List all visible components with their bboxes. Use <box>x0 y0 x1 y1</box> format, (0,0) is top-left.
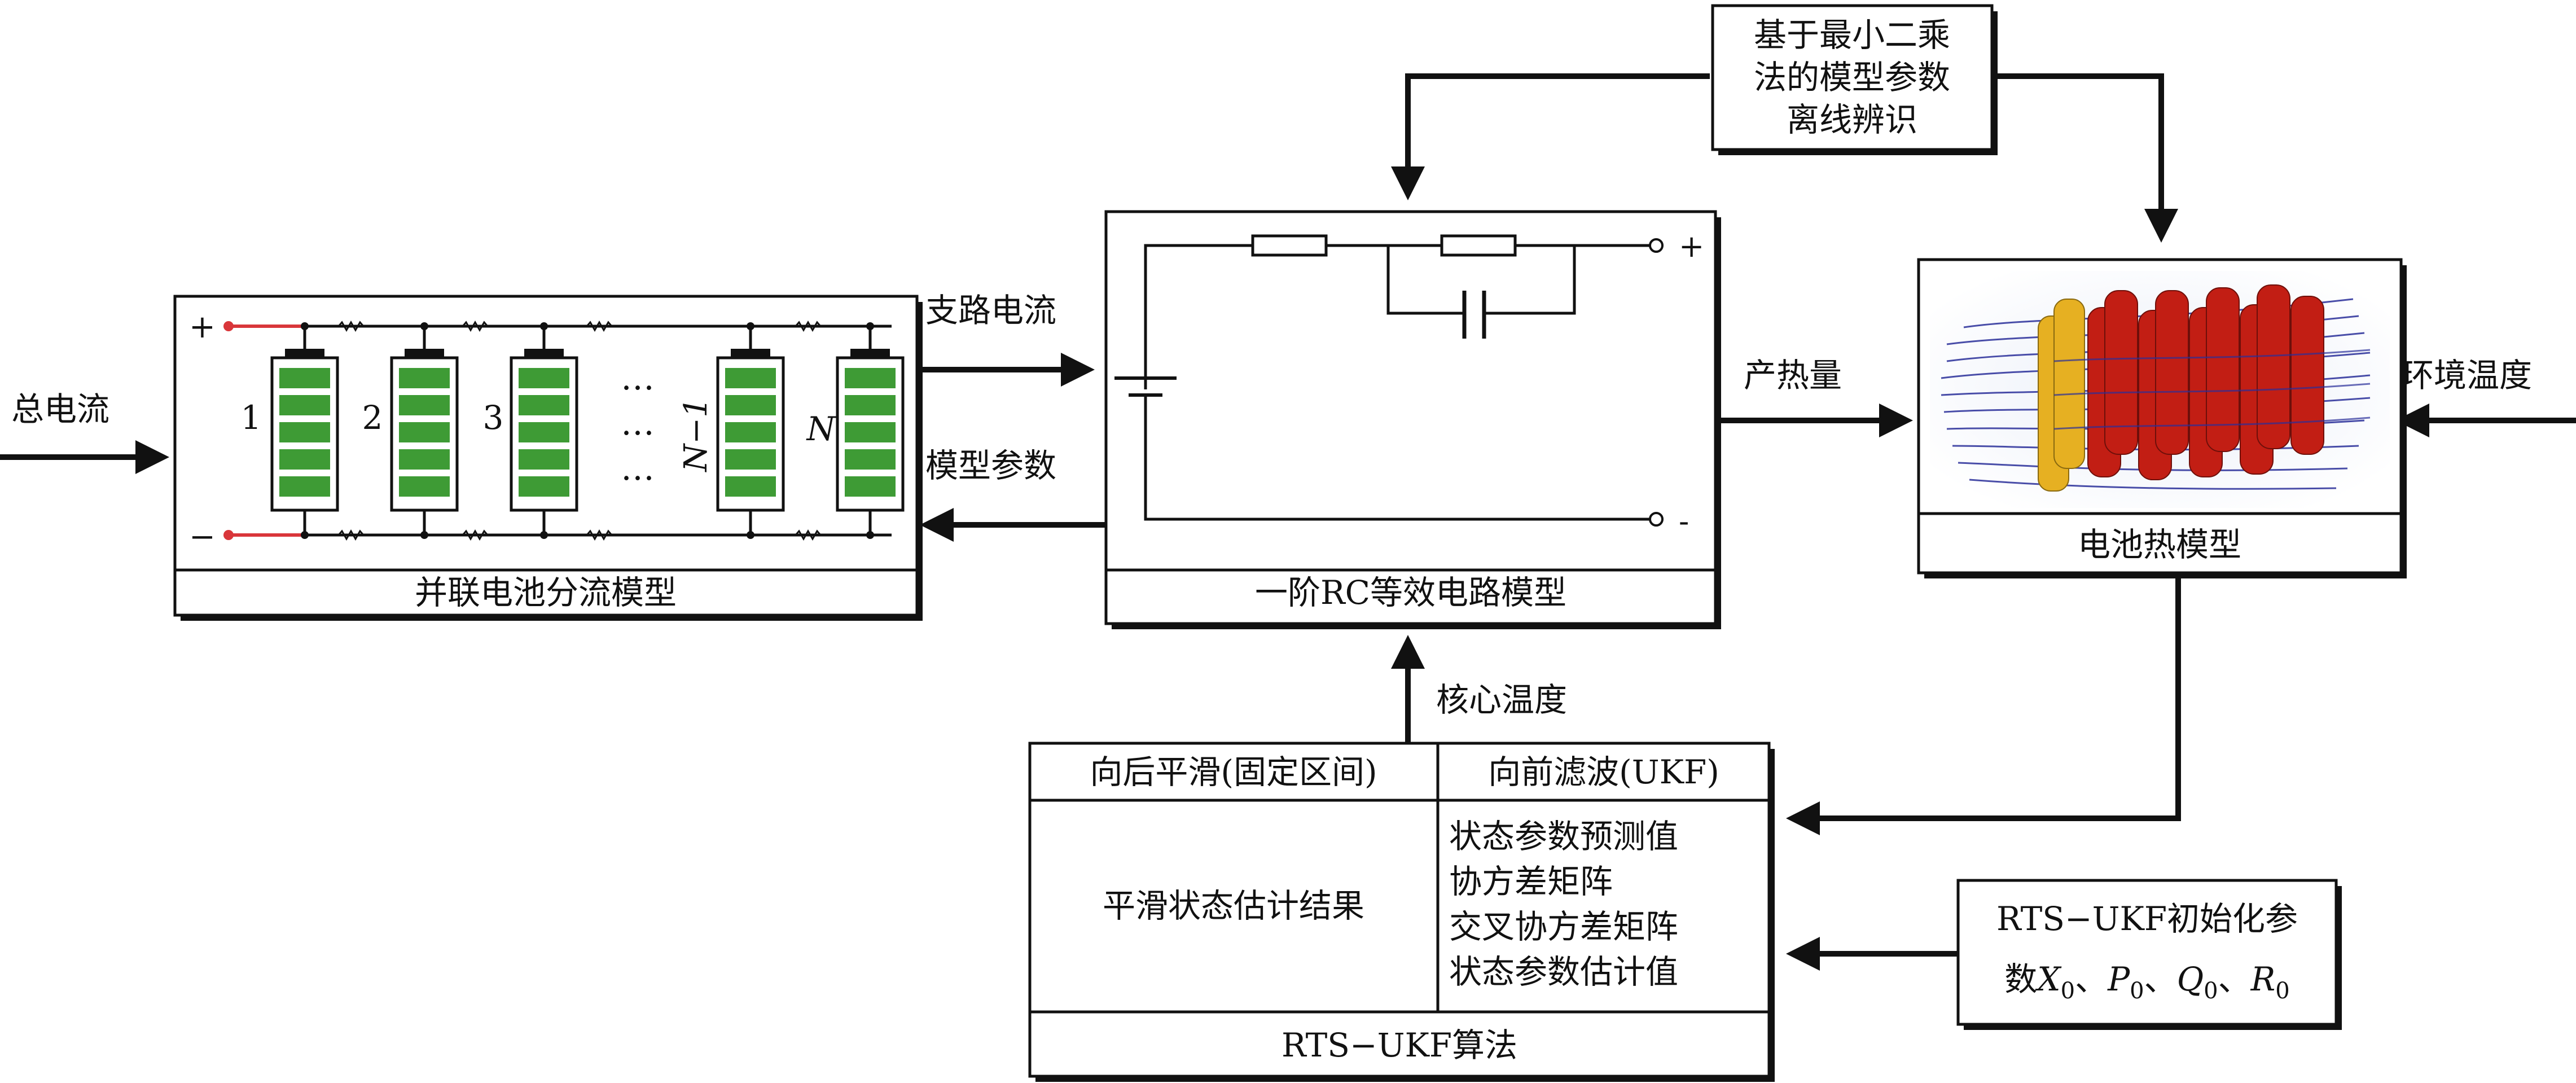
cell-label-3: 3 <box>483 398 504 437</box>
negative-terminal <box>223 530 234 540</box>
rts-backward-header: 向后平滑(固定区间) <box>1090 753 1377 791</box>
battery-cell-3 <box>510 322 578 539</box>
init-param-q: Q <box>2177 960 2204 998</box>
label-total-current: 总电流 <box>11 390 109 428</box>
cell-ellipsis-2: … <box>621 404 655 443</box>
init-line-2: 数X0、P0、Q0、R0 <box>2004 960 2289 1004</box>
thermal-simulation-image <box>1930 271 2390 508</box>
init-param-p: P <box>2107 960 2130 998</box>
positive-terminal <box>223 321 234 331</box>
battery-cell-2 <box>390 322 459 539</box>
init-sep-1: 、 <box>2075 960 2108 998</box>
battery-cell-1 <box>270 322 339 539</box>
rts-forward-item-3: 交叉协方差矩阵 <box>1449 907 1678 946</box>
rts-forward-item-2: 协方差矩阵 <box>1449 862 1613 901</box>
rc-circuit-model: 一阶RC等效电路模型 + - <box>1104 210 1721 629</box>
cell-ellipsis-3: … <box>621 449 655 488</box>
rts-forward-item-4: 状态参数估计值 <box>1449 953 1678 991</box>
label-ambient-temp: 环境温度 <box>2401 356 2532 394</box>
ls-identification-box: 基于最小二乘 法的模型参数 离线辨识 <box>1711 4 1998 155</box>
parallel-battery-model: 并联电池分流模型 + − <box>173 295 923 621</box>
init-prefix: 数 <box>2004 960 2037 998</box>
rts-smooth-result: 平滑状态估计结果 <box>1103 887 1364 925</box>
rc-left-top-wire <box>1144 244 1253 389</box>
label-model-params: 模型参数 <box>925 446 1056 485</box>
rc-plus: + <box>1679 229 1704 264</box>
rc-negative-terminal <box>1649 512 1664 527</box>
parallel-minus: − <box>189 519 216 555</box>
r0-resistor <box>1251 234 1328 257</box>
cell-label-1: 1 <box>241 398 262 437</box>
init-param-q-sub: 0 <box>2204 978 2218 1004</box>
init-line-1: RTS−UKF初始化参 <box>1996 900 2298 938</box>
ls-line-2: 法的模型参数 <box>1754 58 1950 97</box>
label-core-temp: 核心温度 <box>1436 681 1567 719</box>
r1-resistor <box>1440 234 1517 257</box>
ls-line-3: 离线辨识 <box>1787 100 1917 139</box>
battery-thermal-model: 电池热模型 <box>1917 258 2407 578</box>
battery-cell-n <box>836 322 905 539</box>
battery-cell-n-minus-1 <box>716 322 785 539</box>
init-param-x-sub: 0 <box>2061 978 2075 1004</box>
cell-label-n: N <box>806 410 837 448</box>
cell-label-2: 2 <box>362 398 383 437</box>
parallel-plus: + <box>189 309 216 345</box>
thermal-model-title: 电池热模型 <box>2078 525 2241 564</box>
init-param-r: R <box>2250 960 2276 998</box>
rc-minus: - <box>1679 503 1689 539</box>
connectors <box>0 73 2576 971</box>
arrow-ls-to-rc <box>1391 73 1710 200</box>
rc-model-title: 一阶RC等效电路模型 <box>1255 573 1566 612</box>
init-params-box: RTS−UKF初始化参 数X0、P0、Q0、R0 <box>1956 879 2342 1030</box>
rc-bottom-wire <box>1144 395 1651 521</box>
rc-positive-terminal <box>1649 238 1664 253</box>
init-sep-2: 、 <box>2144 960 2177 998</box>
parallel-model-title: 并联电池分流模型 <box>415 573 677 612</box>
rts-forward-header: 向前滤波(UKF) <box>1488 753 1719 791</box>
cell-label-n-minus-1: N−1 <box>678 397 714 473</box>
init-param-x: X <box>2035 960 2062 998</box>
init-param-r-sub: 0 <box>2275 978 2289 1004</box>
ls-line-1: 基于最小二乘 <box>1754 16 1950 54</box>
init-sep-3: 、 <box>2218 960 2251 998</box>
arrow-thermal-to-ukf <box>1786 578 2181 835</box>
init-param-p-sub: 0 <box>2130 978 2144 1004</box>
rts-forward-item-1: 状态参数预测值 <box>1449 817 1678 856</box>
rts-title: RTS−UKF算法 <box>1282 1026 1517 1064</box>
rts-ukf-block: 向后平滑(固定区间) 向前滤波(UKF) 平滑状态估计结果 状态参数预测值 协方… <box>1028 742 1775 1082</box>
arrow-ls-to-thermal <box>1992 73 2178 243</box>
label-branch-current: 支路电流 <box>925 291 1056 330</box>
cell-ellipsis-1: … <box>621 358 655 398</box>
label-heat-generation: 产热量 <box>1744 356 1842 394</box>
